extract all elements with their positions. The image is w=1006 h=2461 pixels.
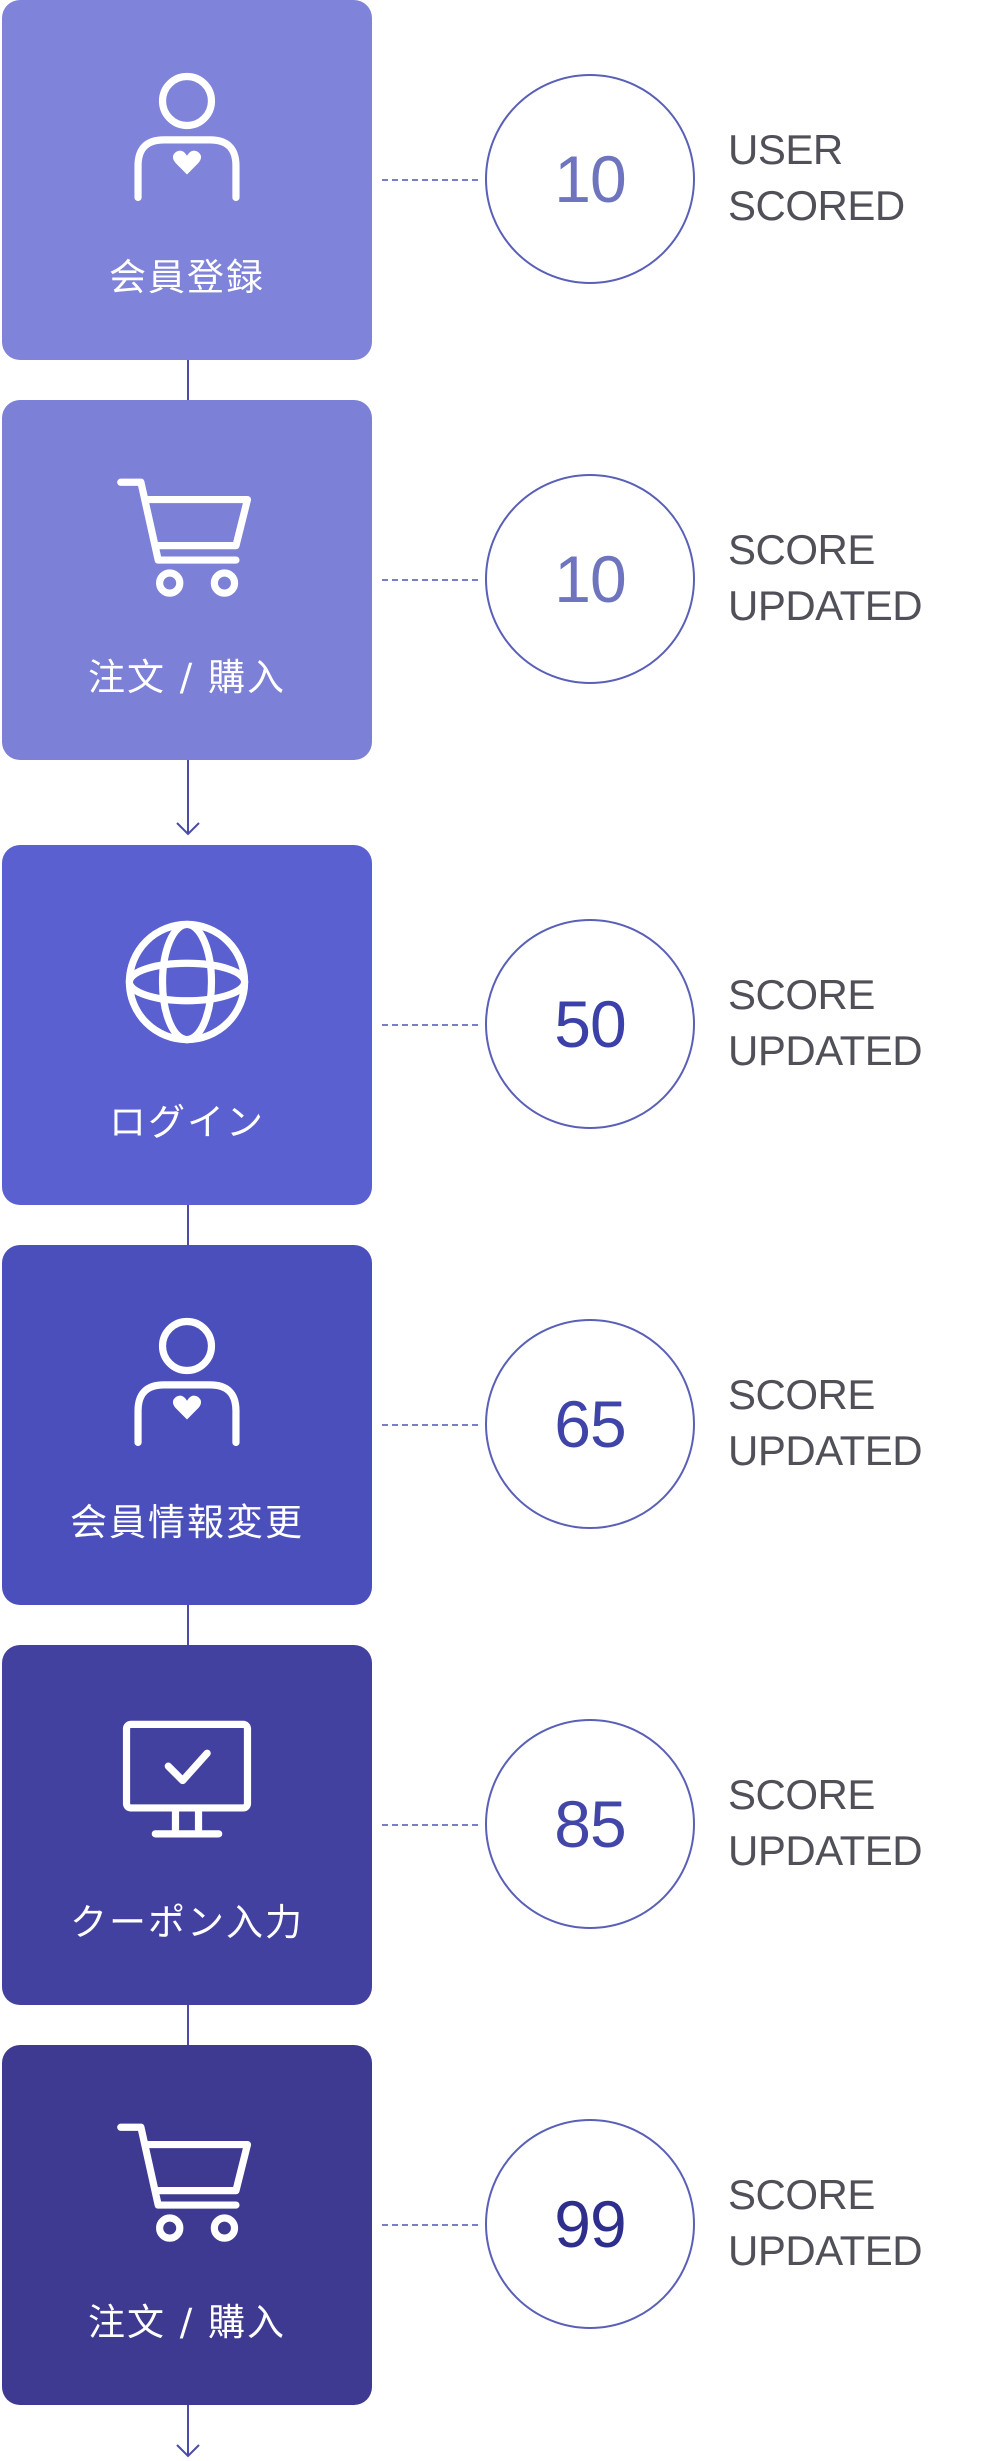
flow-step-login: ログイン 50 SCORE UPDATED xyxy=(0,845,980,1205)
status-line-1: SCORE xyxy=(728,1371,875,1418)
connector-arrow-line xyxy=(187,2405,189,2455)
connector-line xyxy=(187,1605,189,1645)
score-circle: 10 xyxy=(485,474,695,684)
score-value: 85 xyxy=(554,1787,626,1861)
flow-step-member-info-change: 会員情報変更 65 SCORE UPDATED xyxy=(0,1245,980,1605)
dashed-connector xyxy=(382,1424,478,1426)
step-card: 注文 / 購入 xyxy=(2,2045,372,2405)
status-text: USER SCORED xyxy=(728,122,905,234)
score-circle: 10 xyxy=(485,74,695,284)
score-value: 10 xyxy=(554,542,626,616)
status-line-2: UPDATED xyxy=(728,1827,923,1874)
user-icon xyxy=(134,72,240,202)
dashed-connector xyxy=(382,1824,478,1826)
status-line-1: SCORE xyxy=(728,971,875,1018)
step-card: 会員情報変更 xyxy=(2,1245,372,1605)
status-line-2: UPDATED xyxy=(728,1027,923,1074)
score-circle: 85 xyxy=(485,1719,695,1929)
step-card: ログイン xyxy=(2,845,372,1205)
dashed-connector xyxy=(382,579,478,581)
step-card: 注文 / 購入 xyxy=(2,400,372,760)
monitor-check-icon xyxy=(122,1720,252,1838)
step-label: ログイン xyxy=(109,1101,265,1144)
score-value: 50 xyxy=(554,987,626,1061)
status-line-2: UPDATED xyxy=(728,2227,923,2274)
status-line-2: UPDATED xyxy=(728,582,923,629)
score-circle: 99 xyxy=(485,2119,695,2329)
score-value: 10 xyxy=(554,142,626,216)
status-text: SCORE UPDATED xyxy=(728,967,923,1079)
step-label: 注文 / 購入 xyxy=(88,2301,286,2344)
user-icon xyxy=(134,1317,240,1447)
status-line-1: USER xyxy=(728,126,843,173)
dashed-connector xyxy=(382,179,478,181)
step-card: 会員登録 xyxy=(2,0,372,360)
step-label: クーポン入力 xyxy=(70,1901,304,1944)
score-value: 99 xyxy=(554,2187,626,2261)
step-card: クーポン入力 xyxy=(2,1645,372,2005)
status-text: SCORE UPDATED xyxy=(728,1367,923,1479)
status-line-2: UPDATED xyxy=(728,1427,923,1474)
connector-line xyxy=(187,360,189,400)
flow-step-order-purchase-final: 注文 / 購入 99 SCORE UPDATED xyxy=(0,2045,980,2405)
globe-icon xyxy=(125,920,249,1044)
status-text: SCORE UPDATED xyxy=(728,522,923,634)
score-value: 65 xyxy=(554,1387,626,1461)
status-line-2: SCORED xyxy=(728,182,905,229)
flow-step-coupon-entry: クーポン入力 85 SCORE UPDATED xyxy=(0,1645,980,2005)
step-label: 注文 / 購入 xyxy=(88,656,286,699)
flow-step-member-registration: 会員登録 10 USER SCORED xyxy=(0,0,980,360)
shopping-cart-icon xyxy=(117,478,252,597)
arrow-down-icon xyxy=(176,2444,200,2458)
score-circle: 50 xyxy=(485,919,695,1129)
status-line-1: SCORE xyxy=(728,2171,875,2218)
step-label: 会員情報変更 xyxy=(70,1501,304,1544)
connector-arrow-line xyxy=(187,760,189,834)
status-text: SCORE UPDATED xyxy=(728,1767,923,1879)
status-line-1: SCORE xyxy=(728,526,875,573)
dashed-connector xyxy=(382,2224,478,2226)
flow-step-order-purchase: 注文 / 購入 10 SCORE UPDATED xyxy=(0,400,980,760)
connector-line xyxy=(187,2005,189,2045)
score-circle: 65 xyxy=(485,1319,695,1529)
arrow-down-icon xyxy=(176,822,200,836)
status-text: SCORE UPDATED xyxy=(728,2167,923,2279)
connector-line xyxy=(187,1205,189,1245)
step-label: 会員登録 xyxy=(109,256,265,299)
status-line-1: SCORE xyxy=(728,1771,875,1818)
dashed-connector xyxy=(382,1024,478,1026)
shopping-cart-icon xyxy=(117,2123,252,2242)
